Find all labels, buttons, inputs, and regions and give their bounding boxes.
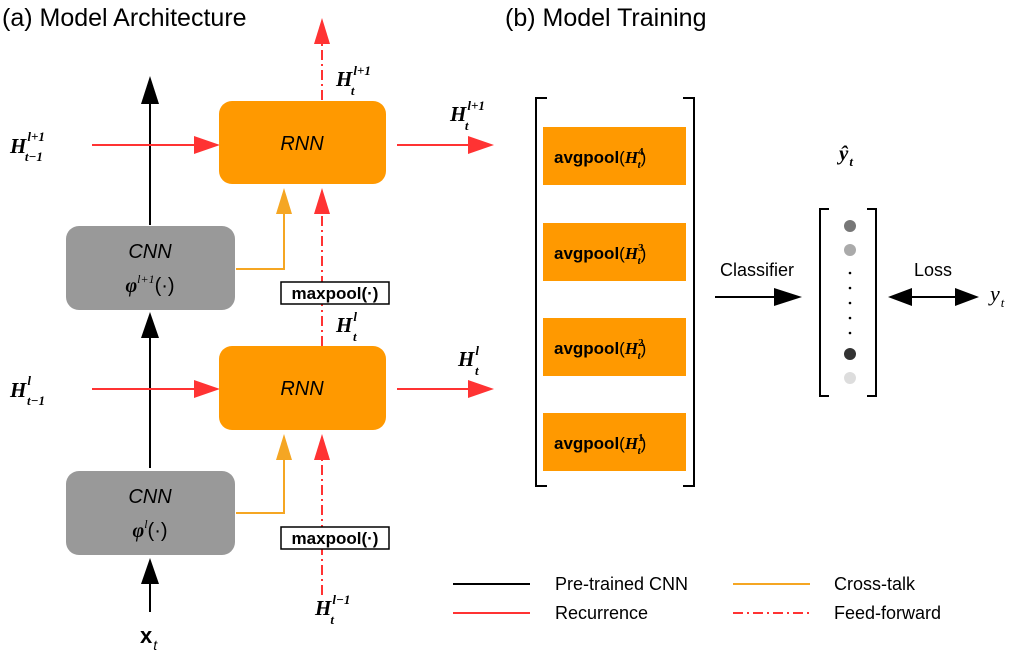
maxpool-bottom-label: maxpool(·) [292, 529, 379, 548]
rnn-block-bottom [219, 346, 386, 430]
avgpool-block-4 [543, 127, 686, 185]
cnn-top-label: CNN [128, 241, 172, 263]
rnn-bottom-label: RNN [280, 378, 324, 400]
crosstalk-arrowheads [276, 188, 292, 460]
output-node-4 [844, 372, 856, 384]
cnn-bottom-phi: φl(·) [132, 517, 167, 542]
classifier-arrowhead [774, 288, 802, 306]
classifier-label: Classifier [720, 260, 794, 280]
feedforward-arrowheads [314, 18, 330, 460]
cnn-block-bottom [66, 471, 235, 555]
loss-label: Loss [914, 260, 952, 280]
y-label: yt [988, 281, 1005, 310]
legend-label-feedforward: Feed-forward [834, 603, 941, 623]
cnn-block-top [66, 226, 235, 310]
panel-a-title: (a) Model Architecture [2, 4, 247, 32]
cnn-arrowheads [141, 76, 159, 584]
avgpool-bracket-right [683, 97, 695, 487]
loss-arrowhead-left [888, 288, 912, 306]
maxpool-box-bottom [280, 526, 390, 550]
output-bracket-left [819, 208, 829, 397]
avgpool-bracket-left [535, 97, 547, 487]
maxpool-box-top [280, 281, 390, 305]
y-hat-label: ŷt [836, 141, 853, 169]
legend: Pre-trained CNN Cross-talk Recurrence Fe… [453, 574, 941, 623]
output-node-1 [844, 220, 856, 232]
cnn-top-phi: φl+1(·) [125, 272, 174, 297]
legend-label-recurrence: Recurrence [555, 603, 648, 623]
recurrence-arrowheads [194, 136, 494, 398]
output-bracket-right [867, 208, 877, 397]
output-node-2 [844, 244, 856, 256]
crosstalk-path [236, 208, 285, 514]
output-node-3 [844, 348, 856, 360]
avgpool-block-1 [543, 413, 686, 471]
panel-b-title: (b) Model Training [505, 4, 706, 32]
avgpool-block-2 [543, 318, 686, 376]
input-x-label: xt [140, 623, 158, 653]
cnn-bottom-label: CNN [128, 486, 172, 508]
rnn-block-top [219, 101, 386, 184]
avgpool-block-3 [543, 223, 686, 281]
loss-arrowhead-right [955, 288, 979, 306]
output-vector-ellipsis [848, 271, 852, 335]
rnn-top-label: RNN [280, 133, 324, 155]
recurrence-arrows [92, 144, 475, 390]
maxpool-top-label: maxpool(·) [292, 284, 379, 303]
legend-label-crosstalk: Cross-talk [834, 574, 916, 594]
legend-label-pretrained: Pre-trained CNN [555, 574, 688, 594]
